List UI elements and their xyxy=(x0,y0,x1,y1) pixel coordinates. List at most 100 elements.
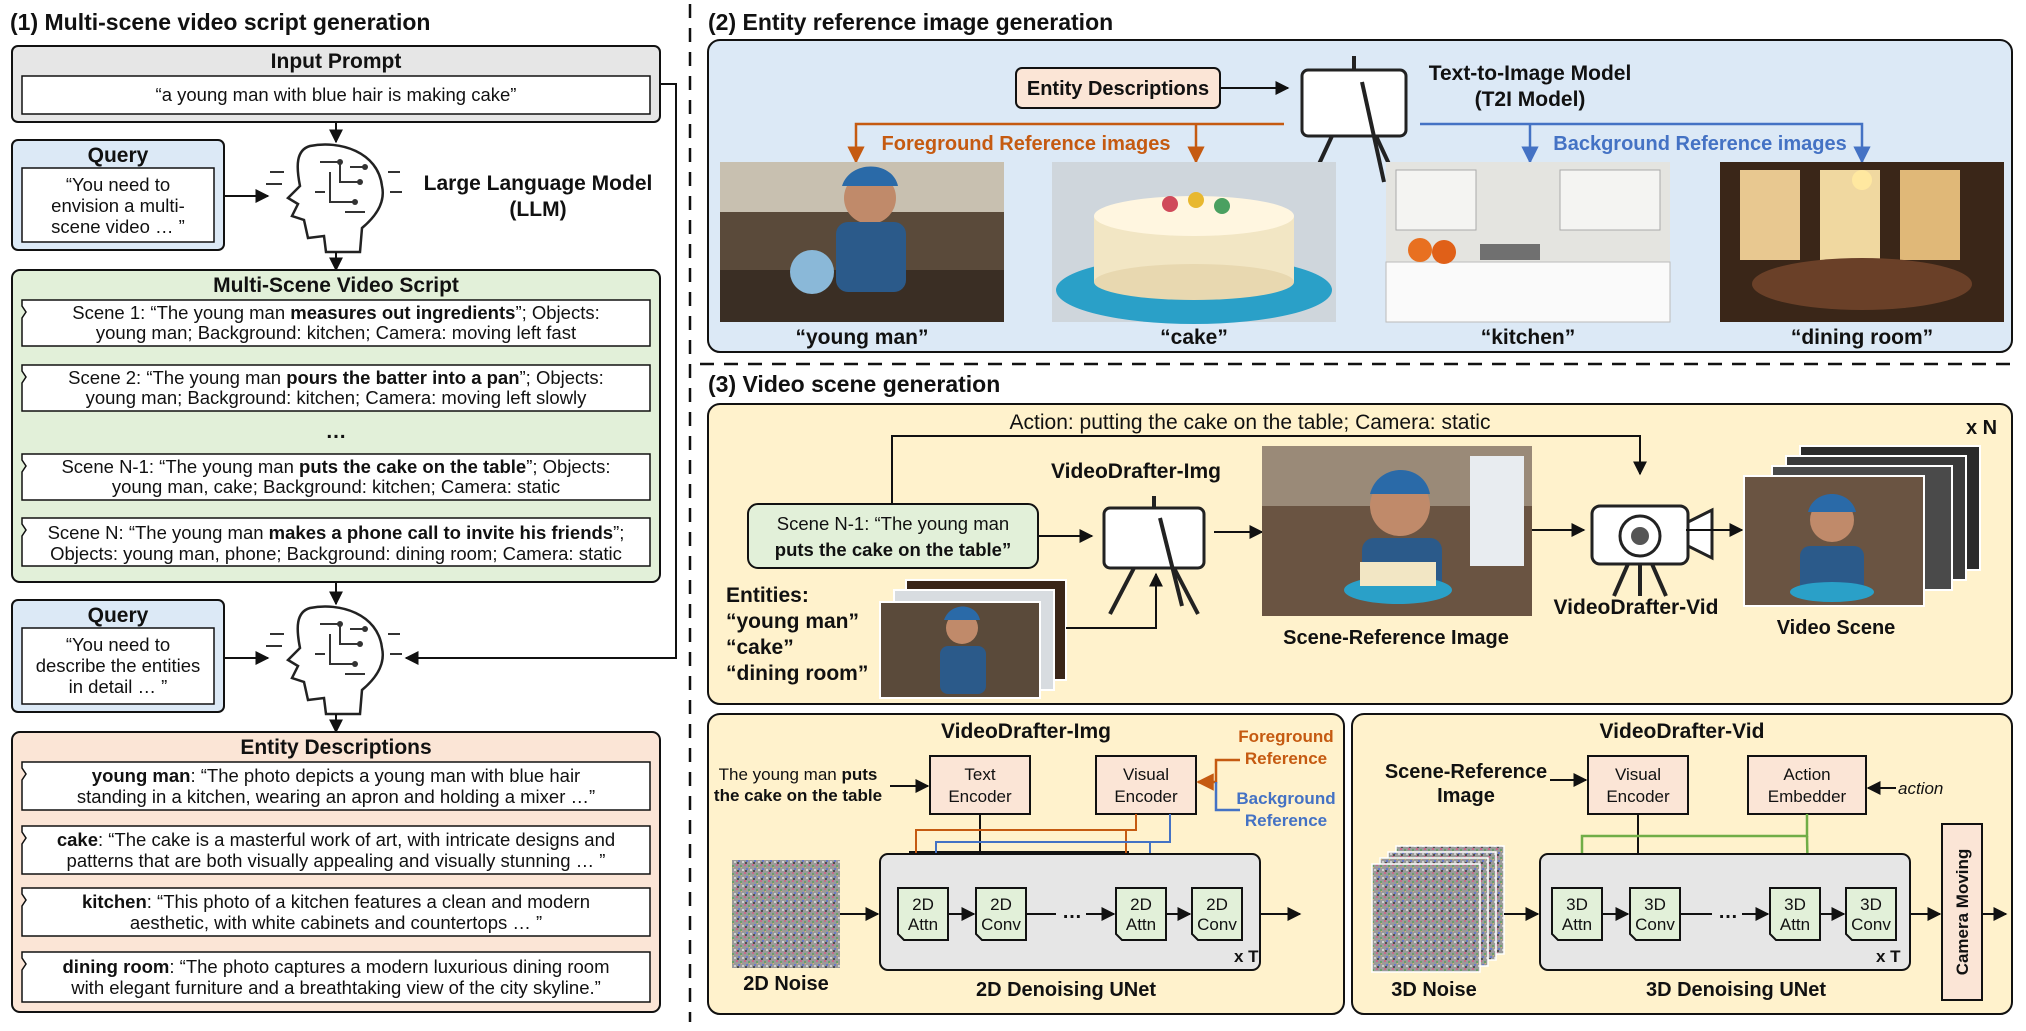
vid-model-label: VideoDrafter-Vid xyxy=(1554,596,1719,619)
2d-conv-label: Conv xyxy=(981,915,1021,934)
input-prompt-header: Input Prompt xyxy=(271,50,402,73)
scene1-line1: Scene 1: “The young man measures out ing… xyxy=(72,302,600,323)
img-prompt-line2: the cake on the table xyxy=(714,786,882,805)
2d-attn-label: 2D xyxy=(1130,895,1152,914)
scene-ellipsis: … xyxy=(326,420,347,443)
entity1-line2: standing in a kitchen, wearing an apron … xyxy=(77,786,595,807)
multi-scene-script-box: Multi-Scene Video Script Scene 1: “The y… xyxy=(11,269,661,583)
input-prompt-text: “a young man with blue hair is making ca… xyxy=(156,84,517,105)
entity3-line2: aesthetic, with white cabinets and count… xyxy=(130,912,542,933)
entity-item: “cake” xyxy=(726,636,794,659)
sceneN1-line1: Scene N-1: “The young man puts the cake … xyxy=(61,456,610,477)
3d-attn-block xyxy=(1551,887,1603,941)
panel3-title: (3) Video scene generation xyxy=(708,371,1000,397)
action-arrow xyxy=(891,435,1647,510)
text-encoder-label: Text xyxy=(964,765,995,784)
query2-header: Query xyxy=(88,604,149,627)
vid-scene-ref-label: Image xyxy=(1437,785,1495,807)
video-scene-label: Video Scene xyxy=(1777,617,1896,639)
3d-conv-block xyxy=(1629,887,1681,941)
panel-entity-reference: (2) Entity reference image generation En… xyxy=(707,9,2013,353)
vid-scene-ref-label: Scene-Reference xyxy=(1385,761,1547,783)
entity1-line1: young man: “The photo depicts a young ma… xyxy=(92,765,580,786)
2d-attn-label: Attn xyxy=(1126,915,1156,934)
kitchen-image xyxy=(1385,162,1671,323)
3d-noise-label: 3D Noise xyxy=(1391,979,1477,1001)
sceneN1-line2: young man, cake; Background: kitchen; Ca… xyxy=(112,476,560,497)
entity-item: “dining room” xyxy=(726,662,868,685)
3d-conv-label: 3D xyxy=(1860,895,1882,914)
bg-ref-label: Background xyxy=(1236,789,1335,808)
entity-header: Entity Descriptions xyxy=(240,736,431,759)
img-model-label: VideoDrafter-Img xyxy=(1051,460,1221,483)
3d-attn-label: Attn xyxy=(1780,915,1810,934)
entity-descriptions-chip-label: Entity Descriptions xyxy=(1027,78,1209,100)
visual-encoder-box xyxy=(1095,755,1197,815)
action-embedder-label: Embedder xyxy=(1768,787,1847,806)
input-prompt-box: Input Prompt “a young man with blue hair… xyxy=(11,45,661,123)
brain-icon xyxy=(266,605,402,716)
scene-reference-image xyxy=(1262,446,1532,616)
videodrafter-vid-panel: VideoDrafter-Vid Scene-Reference Image V… xyxy=(1351,713,2013,1015)
video-scene-stack xyxy=(1743,445,1981,607)
3d-attn-label: 3D xyxy=(1784,895,1806,914)
vid-panel-title: VideoDrafter-Vid xyxy=(1600,720,1765,743)
sceneN-line2: Objects: young man, phone; Background: d… xyxy=(50,543,622,564)
prompt-to-llm2-arrow xyxy=(404,83,677,665)
caption-young-man: “young man” xyxy=(795,326,928,349)
2d-attn-block xyxy=(897,887,949,941)
fg-arrow-young-man xyxy=(847,122,1284,164)
query2-line: in detail … ” xyxy=(69,676,168,697)
text-encoder-box xyxy=(929,755,1031,815)
scene-n1-line2: puts the cake on the table” xyxy=(775,539,1011,560)
fg-ref-label: Foreground xyxy=(1238,727,1333,746)
panel2-frame xyxy=(707,39,2013,353)
panel-video-scene: (3) Video scene generation Action: putti… xyxy=(707,371,2013,705)
panel2-title: (2) Entity reference image generation xyxy=(708,9,1113,35)
panel1-title: (1) Multi-scene video script generation xyxy=(10,9,430,35)
query1-line: envision a multi- xyxy=(51,195,185,216)
query1-box: Query “You need to envision a multi- sce… xyxy=(11,139,225,251)
3d-conv-label: 3D xyxy=(1644,895,1666,914)
bg-label: Background Reference images xyxy=(1553,133,1846,155)
scene2-line1: Scene 2: “The young man pours the batter… xyxy=(68,367,604,388)
vid-visual-encoder-box xyxy=(1587,755,1689,815)
2d-conv-block xyxy=(975,887,1027,941)
entity2-line1: cake: “The cake is a masterful work of a… xyxy=(57,829,615,850)
3d-conv-block xyxy=(1845,887,1897,941)
action-embedder-label: Action xyxy=(1783,765,1830,784)
fg-ref-arrow xyxy=(1196,758,1240,791)
2d-noise-image xyxy=(732,860,840,968)
query2-line: describe the entities xyxy=(36,655,201,676)
2d-dots: … xyxy=(1062,901,1082,923)
action-label: Action: putting the cake on the table; C… xyxy=(1010,411,1491,434)
3d-attn-label: Attn xyxy=(1562,915,1592,934)
img-panel-title: VideoDrafter-Img xyxy=(941,720,1111,743)
cake-image xyxy=(1052,162,1336,324)
xN-label: x N xyxy=(1966,417,1997,439)
3d-attn-block xyxy=(1769,887,1821,941)
scene-ref-label: Scene-Reference Image xyxy=(1283,627,1509,649)
img-xT-label: x T xyxy=(1234,947,1259,966)
3d-conv-label: Conv xyxy=(1635,915,1675,934)
entity3-line1: kitchen: “This photo of a kitchen featur… xyxy=(82,891,590,912)
videodrafter-img-panel: VideoDrafter-Img The young man puts the … xyxy=(707,713,1345,1015)
dining-room-image xyxy=(1720,162,2004,322)
2d-conv-block xyxy=(1191,887,1243,941)
2d-attn-block xyxy=(1115,887,1167,941)
text-encoder-label: Encoder xyxy=(948,787,1012,806)
2d-attn-label: 2D xyxy=(912,895,934,914)
scene-n1-line1: Scene N-1: “The young man xyxy=(777,513,1009,534)
query1-line: “You need to xyxy=(66,174,170,195)
entity4-line1: dining room: “The photo captures a moder… xyxy=(63,956,610,977)
2d-conv-label: Conv xyxy=(1197,915,1237,934)
query2-line: “You need to xyxy=(66,634,170,655)
entity-item: “young man” xyxy=(726,610,859,633)
camera-moving-box xyxy=(1941,823,1983,1001)
entity-image-stack xyxy=(879,579,1067,699)
bg-ref-arrow xyxy=(1214,782,1240,812)
camera-moving-label: Camera Moving xyxy=(1953,849,1972,976)
young-man-image xyxy=(720,162,1004,322)
vid-visual-encoder-label: Visual xyxy=(1615,765,1661,784)
query1-header: Query xyxy=(88,144,149,167)
